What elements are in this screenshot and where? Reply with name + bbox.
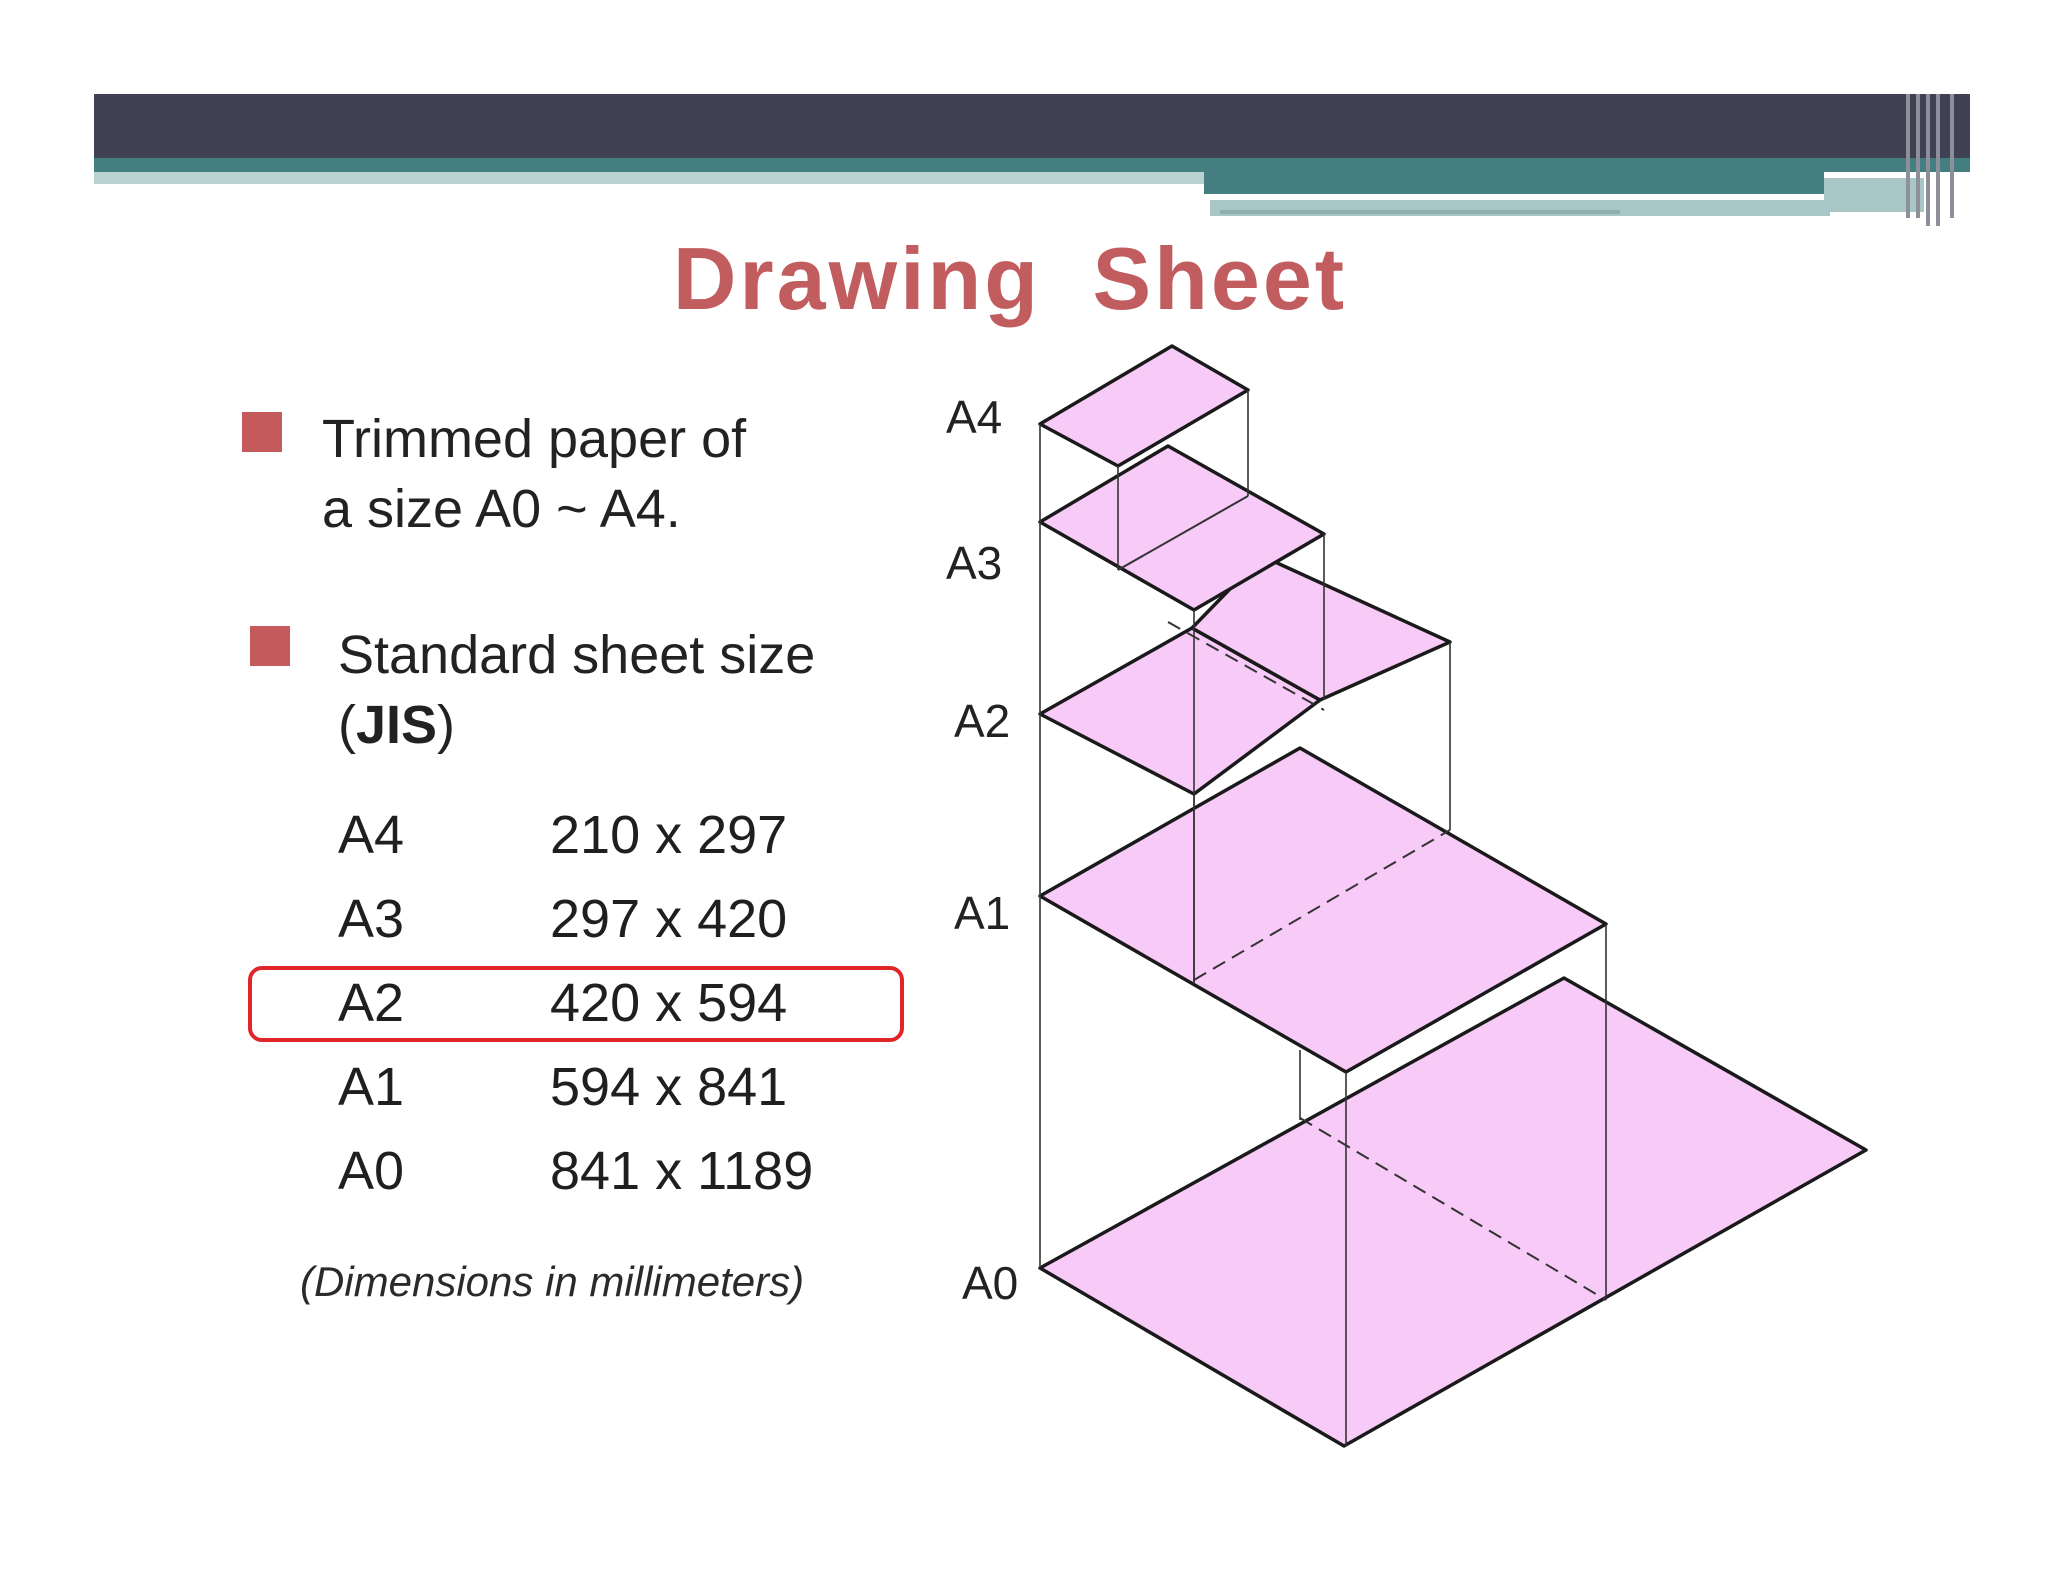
size-dims: 594 x 841 — [550, 1057, 788, 1117]
bullet-marker — [242, 412, 282, 452]
header-stripe — [1906, 94, 1910, 218]
diagram-label-a1: A1 — [954, 887, 1011, 939]
header-thin-line — [1220, 210, 1620, 214]
header-accent-bar — [94, 158, 1970, 172]
size-dims: 841 x 1189 — [550, 1141, 814, 1201]
units-note: (Dimensions in millimeters) — [300, 1258, 805, 1305]
header-stripe — [1936, 94, 1940, 226]
size-name: A4 — [338, 805, 405, 865]
bullet-line: a size A0 ~ A4. — [322, 479, 681, 539]
bullet-text: Trimmed paper of a size A0 ~ A4. — [322, 404, 746, 544]
header-stripe — [1916, 94, 1920, 218]
header-accent-step — [1204, 172, 1824, 194]
fold-line — [1117, 495, 1249, 571]
paren-open: ( — [338, 695, 356, 755]
page-title: Drawing Sheet — [672, 229, 1348, 328]
diagram-label-a0: A0 — [962, 1257, 1019, 1309]
size-dims: 210 x 297 — [550, 805, 788, 865]
size-name: A0 — [338, 1141, 405, 1201]
size-name: A1 — [338, 1057, 405, 1117]
diagram-label-a3: A3 — [946, 537, 1003, 589]
jis-label: JIS — [355, 695, 438, 755]
size-name: A3 — [338, 889, 405, 949]
header-underline — [94, 172, 1204, 184]
fold-line — [1193, 829, 1451, 981]
bullet-line: Standard sheet size — [338, 625, 816, 685]
a2-highlight-box — [248, 966, 904, 1042]
diagram-label-a4: A4 — [946, 391, 1003, 443]
bullet-text: Standard sheet size (JIS) — [338, 620, 815, 760]
sheet-a0 — [1038, 976, 1868, 1448]
size-dims: 297 x 420 — [550, 889, 788, 949]
header-stripe — [1950, 94, 1954, 218]
bullet-line: (JIS) — [338, 690, 815, 760]
header-stripe — [1926, 94, 1930, 226]
size-name: A2 — [338, 973, 405, 1033]
diagram-label-a2: A2 — [954, 695, 1011, 747]
bullet-marker — [250, 626, 290, 666]
fold-line — [1167, 621, 1325, 711]
paren-close: ) — [437, 695, 456, 755]
sheet-a4 — [1038, 344, 1250, 468]
header-bar — [94, 94, 1970, 158]
fold-line — [1299, 1117, 1607, 1301]
bullet-line: Trimmed paper of — [322, 409, 747, 469]
size-dims: 420 x 594 — [550, 973, 788, 1033]
